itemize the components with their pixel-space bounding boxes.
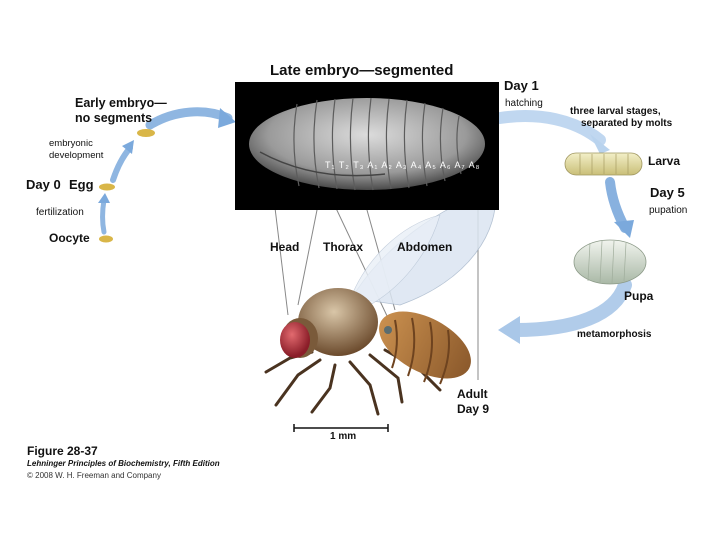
scale-bar xyxy=(293,424,389,432)
label-larva: Larva xyxy=(648,154,681,168)
arrow-pupa-to-adult xyxy=(498,278,632,344)
early-embryo-icon xyxy=(137,129,155,137)
label-egg: Egg xyxy=(69,177,94,192)
label-no-segments: no segments xyxy=(75,111,153,125)
label-embryonic: embryonic xyxy=(49,138,93,149)
arrow-egg-to-early xyxy=(110,140,134,183)
label-day9: Day 9 xyxy=(457,402,490,416)
arrow-oocyte-to-egg xyxy=(98,193,110,235)
embryo-micrograph xyxy=(235,82,499,210)
label-development: development xyxy=(49,150,104,161)
segmented-embryo-icon xyxy=(249,97,485,191)
segment-labels: T₁ T₂ T₃ A₁ A₂ A₃ A₄ A₅ A₆ A₇ A₈ xyxy=(325,160,481,170)
label-oocyte: Oocyte xyxy=(49,231,90,245)
label-head: Head xyxy=(270,240,300,254)
label-pupa: Pupa xyxy=(624,289,654,303)
label-day5: Day 5 xyxy=(650,185,685,200)
fly-eye-icon xyxy=(280,322,310,358)
diagram-title: Late embryo—segmented xyxy=(270,62,454,79)
label-early-embryo: Early embryo— xyxy=(75,96,167,110)
label-pupation: pupation xyxy=(649,205,688,216)
label-thorax: Thorax xyxy=(323,240,364,254)
oocyte-icon xyxy=(99,235,113,243)
arrow-early-to-embryo xyxy=(145,107,236,130)
arrow-embryo-to-larva xyxy=(494,110,610,154)
book-title: Lehninger Principles of Biochemistry, Fi… xyxy=(27,459,220,468)
copyright: © 2008 W. H. Freeman and Company xyxy=(27,471,161,480)
fly-body xyxy=(282,288,471,385)
pupa-icon xyxy=(573,239,647,285)
label-three-larval: three larval stages, xyxy=(570,106,661,117)
figure-number: Figure 28-37 xyxy=(27,444,98,458)
fly-haltere-icon xyxy=(384,326,392,334)
label-abdomen: Abdomen xyxy=(397,240,453,254)
label-scale: 1 mm xyxy=(330,431,357,442)
label-day0: Day 0 xyxy=(26,177,61,192)
egg-icon xyxy=(99,183,115,191)
label-metamorphosis: metamorphosis xyxy=(577,329,652,340)
label-adult: Adult xyxy=(457,387,488,401)
label-hatching: hatching xyxy=(505,98,543,109)
larva-icon xyxy=(564,152,643,176)
arrow-larva-to-pupa xyxy=(605,177,634,238)
label-fertilization: fertilization xyxy=(36,207,84,218)
label-separated: separated by molts xyxy=(581,118,673,129)
label-day1: Day 1 xyxy=(504,78,539,93)
